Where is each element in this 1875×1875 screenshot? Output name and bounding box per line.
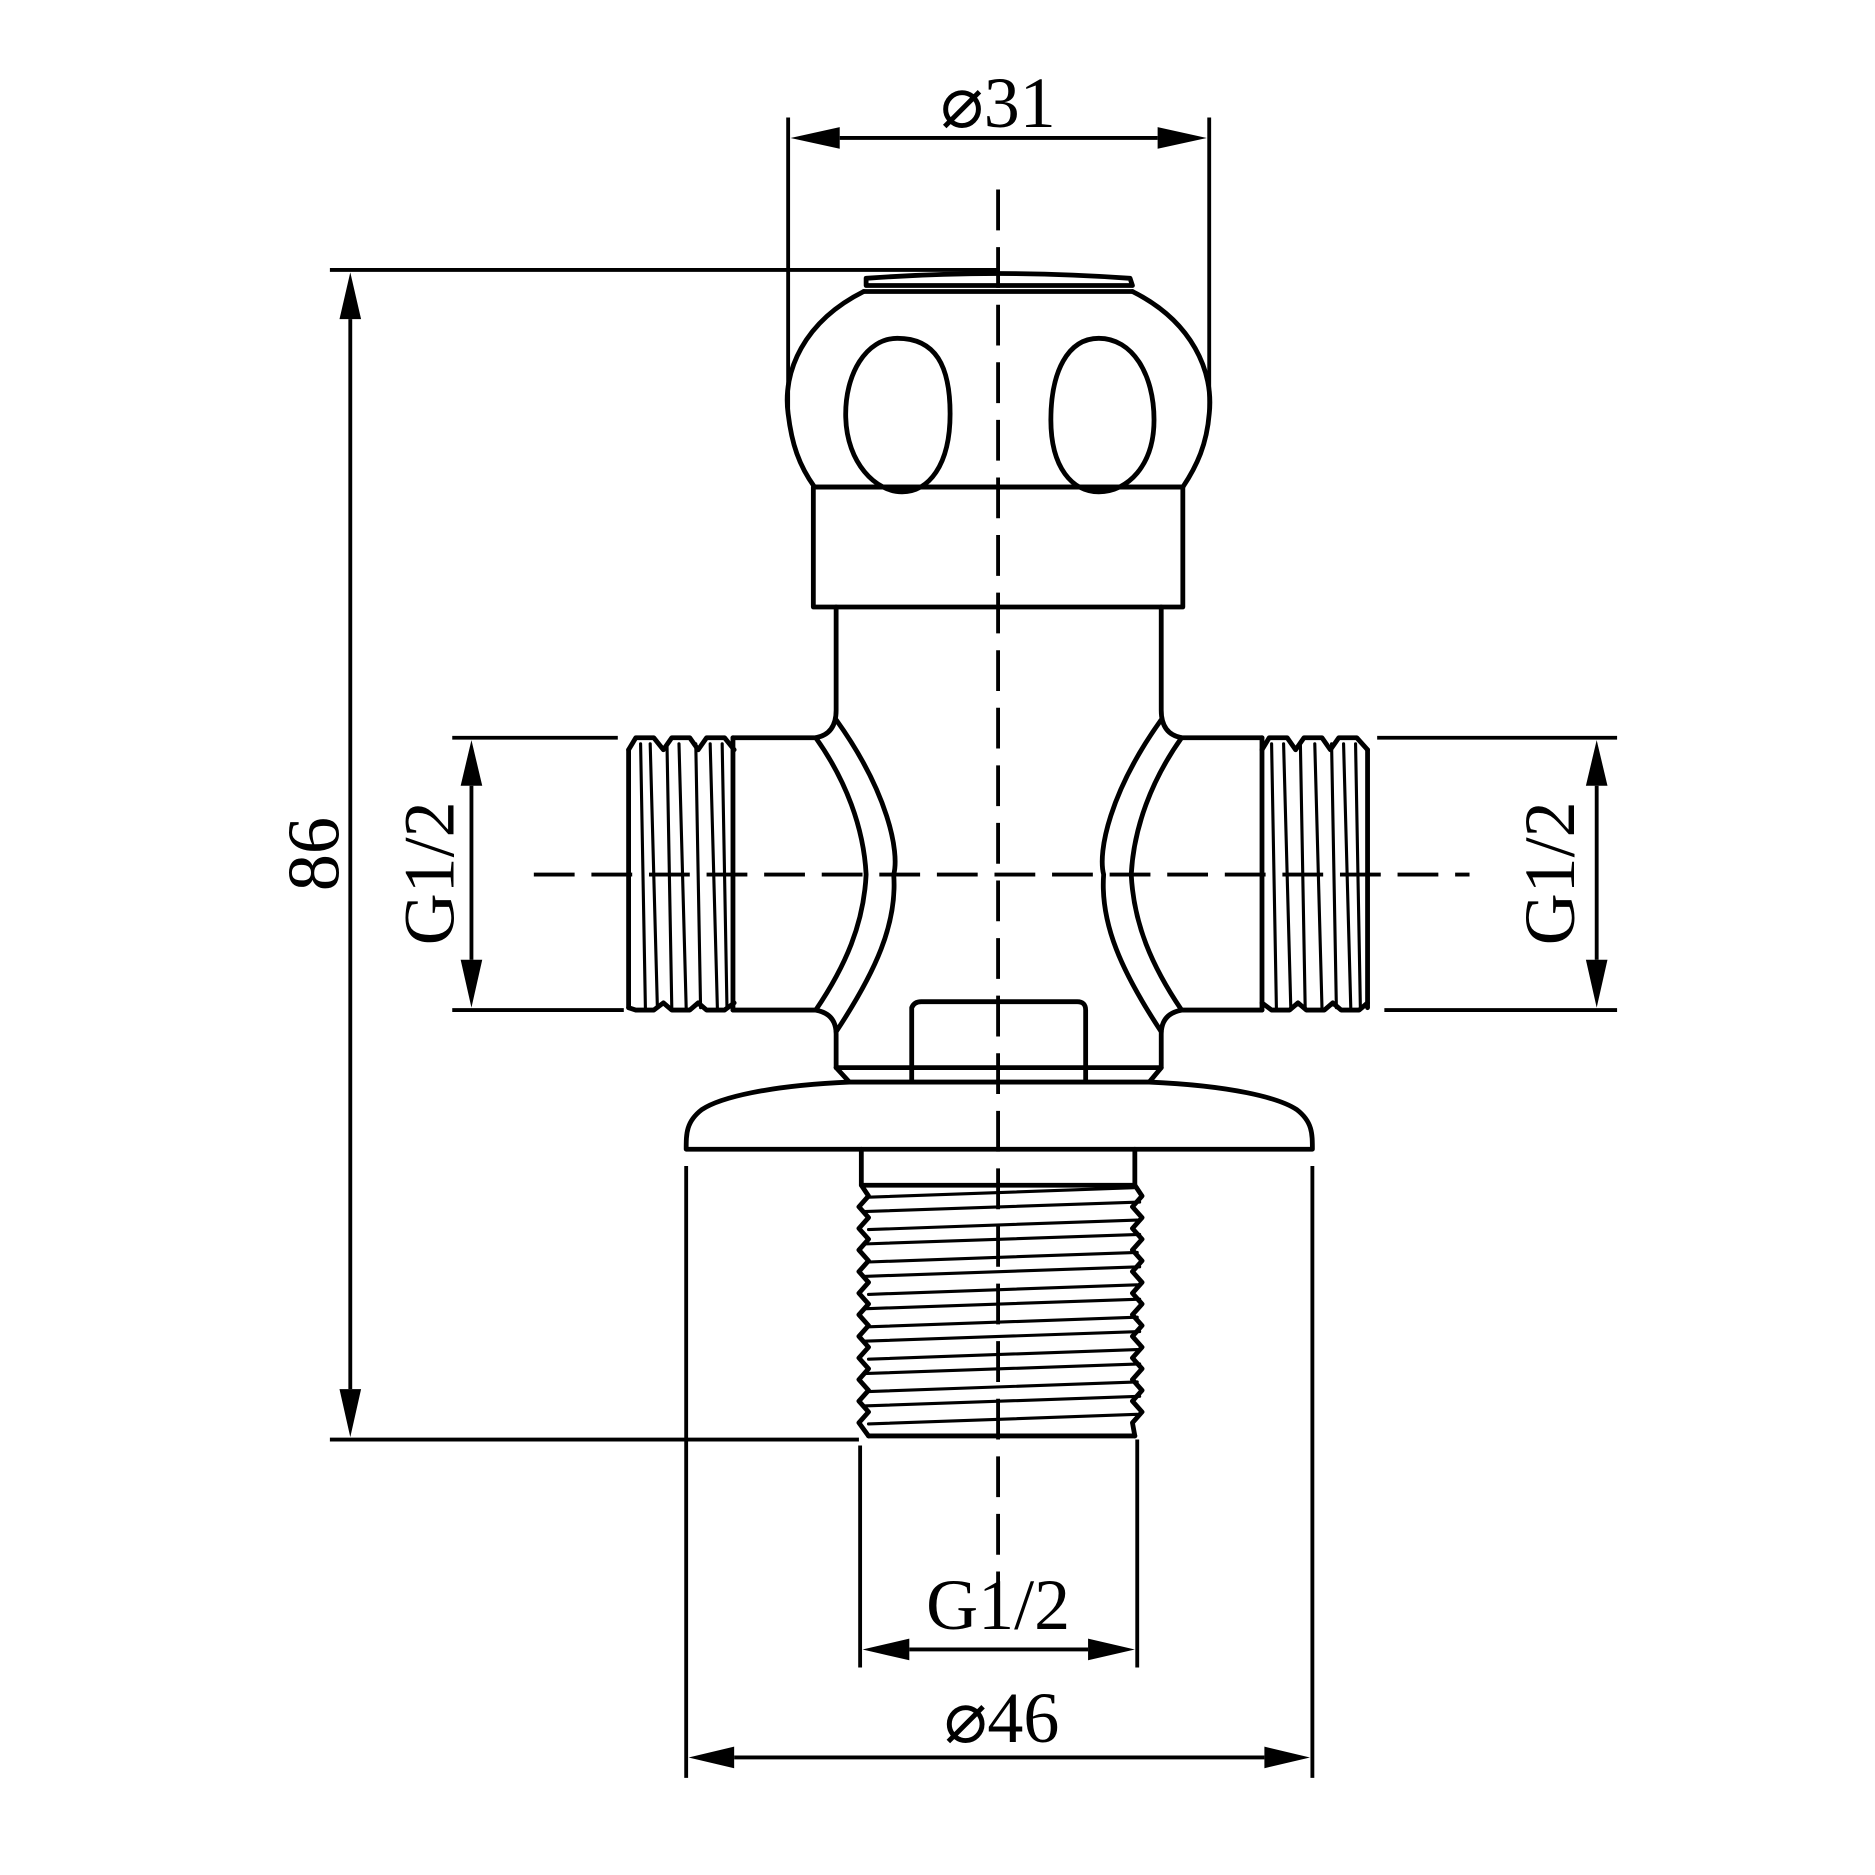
left-outlet-thread-label: G1/2 xyxy=(389,801,469,945)
dimension-flange-diameter xyxy=(684,1166,1315,1778)
center-lines xyxy=(533,189,1470,1584)
wall-flange xyxy=(683,1079,1315,1152)
dimension-left-outlet xyxy=(452,735,624,1012)
handle-cap xyxy=(784,271,1213,610)
bottom-inlet-thread-label: G1/2 xyxy=(926,1565,1070,1645)
dimension-right-outlet xyxy=(1377,735,1618,1012)
dimension-overall-height xyxy=(329,267,999,1442)
valve-body xyxy=(813,604,1185,1085)
right-outlet xyxy=(1179,735,1370,1013)
overall-height-label: 86 xyxy=(273,817,355,891)
left-outlet xyxy=(626,735,819,1013)
handle-diameter-label: ⌀31 xyxy=(940,63,1055,143)
dimension-bottom-inlet xyxy=(858,1439,1140,1668)
dimension-handle-diameter xyxy=(786,117,1212,414)
flange-diameter-label: ⌀46 xyxy=(944,1678,1059,1758)
bottom-inlet xyxy=(856,1146,1145,1439)
right-outlet-thread-label: G1/2 xyxy=(1510,801,1590,945)
